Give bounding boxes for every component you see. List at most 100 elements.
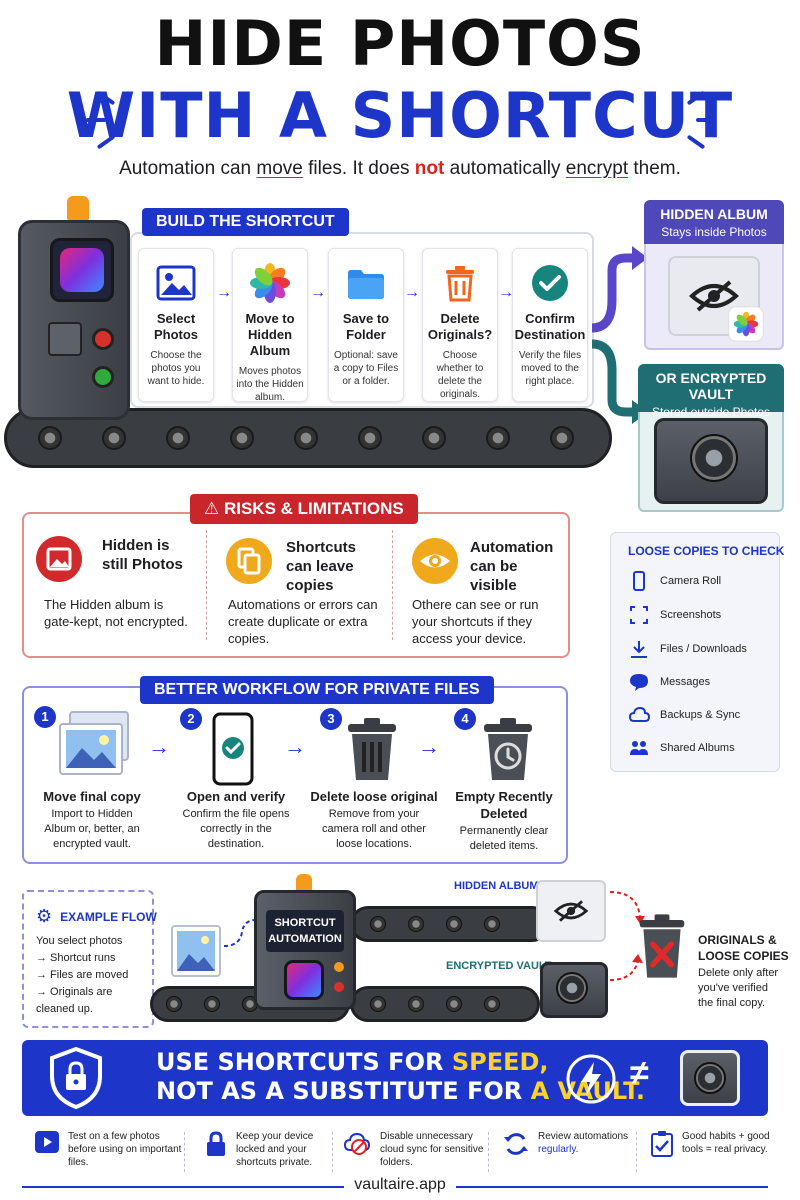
originals-title: ORIGINALS & LOOSE COPIES	[698, 933, 789, 963]
takeaway-banner	[22, 1040, 768, 1116]
eye-slash-icon	[689, 280, 739, 312]
divider	[184, 1132, 185, 1172]
hidden-album-header: HIDDEN ALBUM Stays inside Photos	[644, 200, 784, 244]
risk-desc: Automations or errors can create duplica…	[228, 597, 378, 646]
tip-disable-sync: Disable unnecessary cloud sync for sensi…	[342, 1130, 486, 1169]
photos-flower-icon	[728, 306, 764, 342]
indicator-light-icon	[334, 982, 344, 992]
step-number-badge: 4	[454, 708, 476, 730]
step-card-delete-originals: Delete Originals? Choose whether to dele…	[422, 248, 498, 402]
loose-item-messages: Messages	[628, 671, 710, 693]
copy-icon	[226, 538, 272, 584]
vault-dial-icon	[556, 972, 588, 1004]
gear-icon: ⚙	[36, 906, 53, 926]
workflow-step: Delete loose original Remove from your c…	[310, 789, 438, 850]
risk-desc: Othere can see or run your shortcuts if …	[412, 597, 539, 646]
message-bubble-icon	[630, 674, 648, 691]
step-number-badge: 2	[180, 708, 202, 730]
refresh-icon	[504, 1133, 528, 1155]
roller	[166, 996, 182, 1012]
machine-label: SHORTCUT AUTOMATION	[266, 910, 344, 952]
phone-check-icon	[212, 712, 254, 786]
example-flow-panel	[22, 890, 154, 1028]
play-icon	[35, 1131, 59, 1153]
risks-panel	[22, 512, 570, 658]
workflow-section-label: BETTER WORKFLOW FOR PRIVATE FILES	[140, 676, 494, 704]
roller	[38, 426, 62, 450]
loose-copies-title: LOOSE COPIES TO CHECK	[628, 544, 785, 558]
shortcuts-app-icon	[60, 248, 104, 292]
roller	[408, 996, 424, 1012]
trash-delete-icon	[639, 914, 685, 978]
cloud-off-icon	[343, 1132, 371, 1155]
loose-item-backups: Backups & Sync	[628, 704, 740, 726]
divider	[332, 1132, 333, 1172]
shield-lock-icon	[50, 1046, 102, 1110]
checklist-icon	[651, 1131, 673, 1157]
arrow-right-icon: →	[310, 284, 326, 301]
roller	[370, 996, 386, 1012]
image-icon	[156, 265, 196, 301]
play-button-icon	[92, 366, 114, 388]
example-line: → Files are moved	[36, 969, 129, 981]
roller	[422, 426, 446, 450]
arrow-right-icon: →	[216, 284, 232, 301]
arrow-right-icon: →	[148, 734, 170, 759]
encrypted-vault-label: ENCRYPTED VAULT	[446, 960, 552, 972]
roller	[484, 916, 500, 932]
example-line: → Shortcut runs	[36, 952, 116, 964]
page-title-line2: WITH A SHORTCUT	[66, 79, 734, 152]
beacon-light	[67, 196, 89, 220]
roller	[446, 996, 462, 1012]
originals-desc: Delete only after you've verified the fi…	[698, 967, 779, 1009]
step-card-confirm-destination: Confirm Destination Verify the files mov…	[512, 248, 588, 402]
people-icon	[630, 741, 648, 755]
lightning-bolt-icon	[566, 1054, 616, 1104]
photos-flower-icon	[250, 263, 290, 303]
example-line: cleaned up.	[36, 1003, 93, 1015]
arrow-right-icon: →	[284, 734, 306, 759]
not-equal-symbol: ≠	[630, 1054, 649, 1092]
example-line: → Originals are	[36, 986, 113, 998]
arrow-right-icon: →	[498, 284, 514, 301]
screenshot-icon	[630, 606, 648, 624]
workflow-step: Move final copy Import to Hidden Album o…	[43, 789, 141, 850]
trash-icon	[348, 718, 396, 780]
tip-review-automations: Review automations regularly.	[502, 1130, 634, 1158]
roller	[102, 426, 126, 450]
step-card-save-to-folder: Save to Folder Optional: save a copy to …	[328, 248, 404, 402]
roller	[446, 916, 462, 932]
step-number-badge: 3	[320, 708, 342, 730]
loose-item-camera-roll: Camera Roll	[628, 570, 721, 592]
loose-item-downloads: Files / Downloads	[628, 638, 747, 660]
eye-icon	[412, 538, 458, 584]
encrypted-vault-header: OR ENCRYPTED VAULT Stored outside Photos	[638, 364, 784, 419]
divider	[392, 530, 393, 640]
risk-title: Shortcuts can leave copies	[286, 539, 357, 594]
loose-item-screenshots: Screenshots	[628, 604, 721, 626]
roller	[484, 996, 500, 1012]
warning-icon: ⚠	[204, 499, 224, 518]
roller	[486, 426, 510, 450]
risks-section-label: ⚠ RISKS & LIMITATIONS	[190, 494, 418, 524]
cloud-icon	[628, 706, 650, 722]
roller	[408, 916, 424, 932]
tip-test-first: Test on a few photos before using on imp…	[34, 1130, 184, 1169]
check-circle-icon	[532, 265, 568, 301]
step-number-badge: 1	[34, 706, 56, 728]
beacon-light	[296, 874, 312, 892]
download-icon	[631, 641, 647, 658]
footer-link[interactable]: vaultaire.app	[344, 1176, 456, 1193]
footer-site: vaultaire.app	[0, 1176, 800, 1194]
divider	[206, 530, 207, 640]
arrow-right-icon: →	[404, 284, 420, 301]
lock-icon	[207, 1131, 225, 1156]
photo-stack-icon	[59, 711, 129, 775]
risk-title: Automation can be visible	[470, 539, 554, 594]
step-card-move-to-hidden: Move to Hidden Album Moves photos into t…	[232, 248, 308, 403]
build-section-label: BUILD THE SHORTCUT	[142, 208, 349, 236]
page-title-line1: HIDE PHOTOS	[154, 7, 646, 80]
eye-slash-icon	[553, 900, 589, 922]
shortcuts-app-icon	[284, 960, 324, 1000]
risk-desc: The Hidden album is gate-kept, not encry…	[44, 597, 188, 629]
